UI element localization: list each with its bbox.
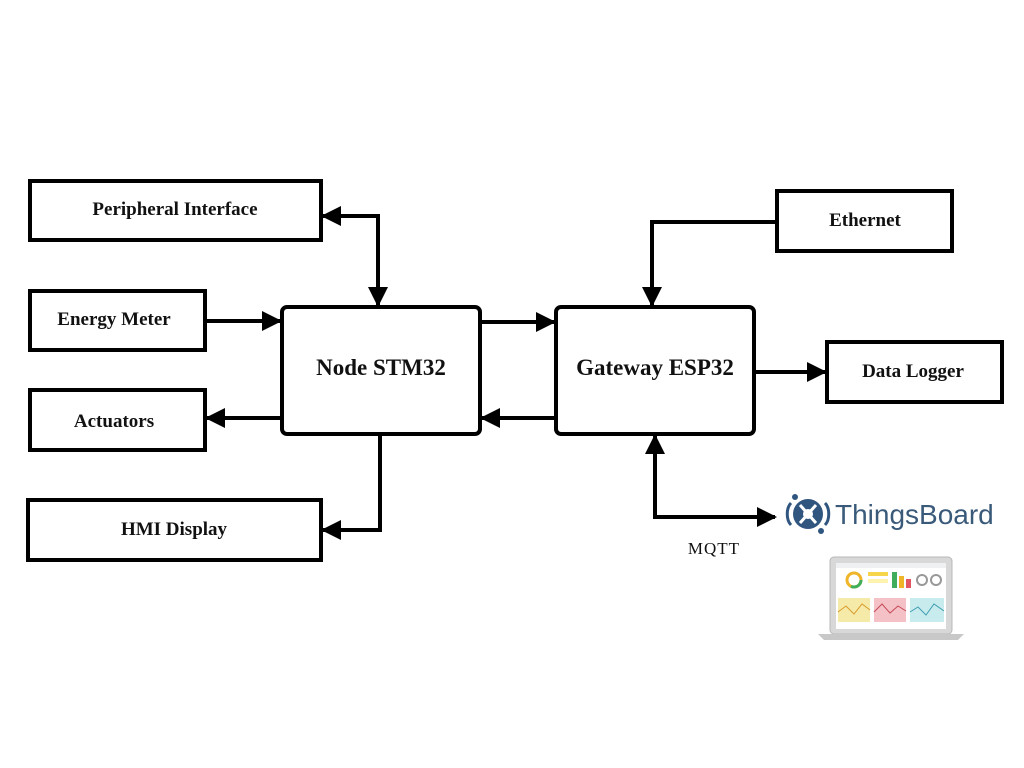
node-to-hmi-arrow bbox=[321, 436, 382, 540]
node-stm32-label: Node STM32 bbox=[316, 355, 446, 380]
hmi-display-block: HMI Display bbox=[26, 498, 323, 562]
data-logger-block: Data Logger bbox=[825, 340, 1004, 404]
ethernet-to-gateway-arrow bbox=[642, 220, 777, 307]
peripheral-interface-label: Peripheral Interface bbox=[92, 199, 257, 220]
peripheral-node-connector bbox=[321, 206, 388, 307]
laptop-dashboard-icon bbox=[818, 556, 964, 640]
ethernet-block: Ethernet bbox=[775, 189, 954, 253]
actuators-label: Actuators bbox=[74, 411, 154, 432]
hmi-display-label: HMI Display bbox=[121, 519, 228, 540]
gateway-esp32-label: Gateway ESP32 bbox=[576, 355, 734, 380]
data-logger-label: Data Logger bbox=[862, 361, 964, 382]
node-stm32-block: Node STM32 bbox=[280, 305, 482, 436]
energy-meter-label: Energy Meter bbox=[57, 309, 171, 330]
ethernet-label: Ethernet bbox=[829, 210, 901, 231]
energy-meter-block: Energy Meter bbox=[28, 289, 207, 352]
actuators-block: Actuators bbox=[28, 388, 207, 452]
peripheral-interface-block: Peripheral Interface bbox=[28, 179, 323, 242]
thingsboard-brand-label: ThingsBoard bbox=[835, 499, 994, 530]
gateway-thingsboard-connector bbox=[645, 434, 777, 527]
thingsboard-logo-icon bbox=[785, 494, 831, 534]
gateway-esp32-block: Gateway ESP32 bbox=[554, 305, 756, 436]
mqtt-label: MQTT bbox=[688, 539, 740, 558]
